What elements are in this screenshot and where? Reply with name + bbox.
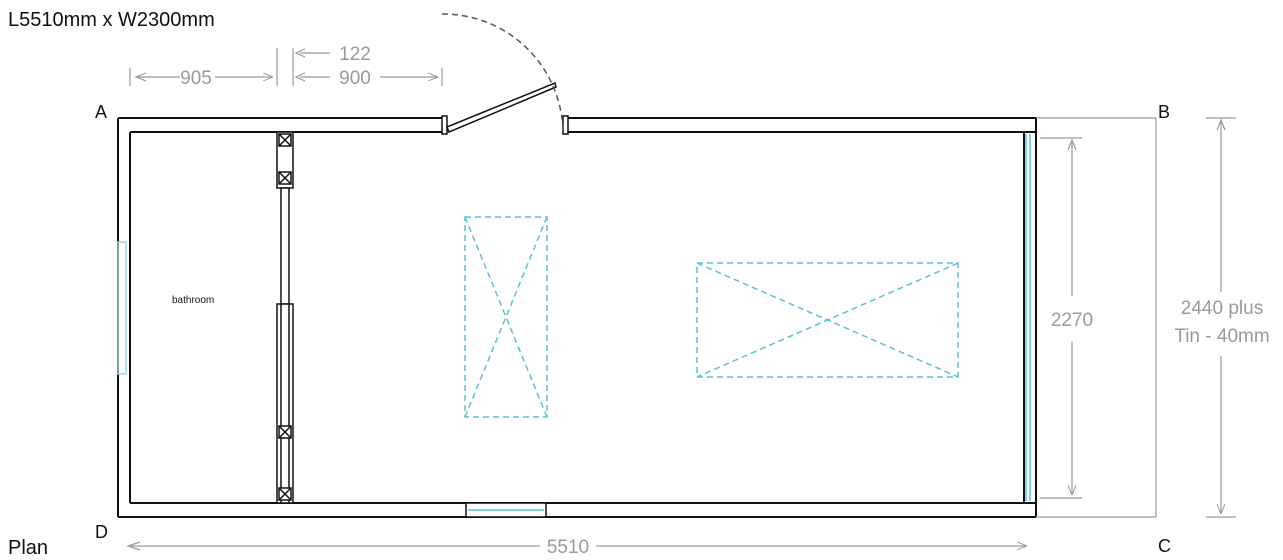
partition-block-top-2-cross xyxy=(278,171,292,185)
top-wall-right xyxy=(565,117,1037,133)
corner-label-d: D xyxy=(95,522,108,542)
partition-door-frame xyxy=(276,303,294,504)
dim-outer-top-head xyxy=(1216,118,1226,131)
partition-block-bottom-1-cross xyxy=(278,425,292,439)
corner-label-c: C xyxy=(1158,536,1171,556)
windows xyxy=(117,134,1031,518)
window-left-wall xyxy=(117,241,127,375)
corner-label-b: B xyxy=(1158,102,1170,122)
dim-label-outer-height-2: Tin - 40mm xyxy=(1174,326,1269,347)
dim-label-122: 122 xyxy=(339,44,371,65)
skylight-left xyxy=(464,216,548,418)
plan-title: L5510mm x W2300mm xyxy=(8,9,215,31)
door-leaf xyxy=(446,81,557,133)
dim-label-2270: 2270 xyxy=(1051,310,1093,331)
dim-label-outer-height-1: 2440 plus xyxy=(1181,298,1263,319)
dim-900-left-head xyxy=(294,72,306,82)
bathroom-partition xyxy=(276,131,294,504)
dimension-lines xyxy=(126,48,1236,551)
corner-label-a: A xyxy=(95,102,107,122)
dim-label-5510: 5510 xyxy=(547,537,589,558)
dim-label-905: 905 xyxy=(180,68,212,89)
skylight-right xyxy=(696,262,959,378)
left-wall xyxy=(117,118,131,517)
skylights xyxy=(464,216,959,418)
dim-2270-top-head xyxy=(1067,138,1077,151)
partition-panel-upper xyxy=(280,187,290,305)
top-wall-left xyxy=(118,117,447,133)
partition-block-bottom-2-cross xyxy=(278,487,292,501)
plan-label: Plan xyxy=(8,537,48,559)
dim-905-left-head xyxy=(134,72,147,82)
outer-walls xyxy=(117,117,1037,518)
partition-block-top-1-cross xyxy=(278,133,292,147)
dim-5510-left-head xyxy=(126,541,141,551)
dim-label-900: 900 xyxy=(339,68,371,89)
skylight-right-cross xyxy=(696,262,959,378)
right-wall xyxy=(1023,118,1037,517)
skylight-left-cross xyxy=(464,216,548,418)
door-jamb-right xyxy=(562,115,569,135)
door-swing-arc xyxy=(441,13,564,133)
entrance-door xyxy=(441,13,564,133)
room-label-bathroom: bathroom xyxy=(172,295,214,306)
door-jamb-left xyxy=(441,115,448,135)
bottom-wall xyxy=(118,502,1036,518)
dim-122-head xyxy=(294,48,306,58)
